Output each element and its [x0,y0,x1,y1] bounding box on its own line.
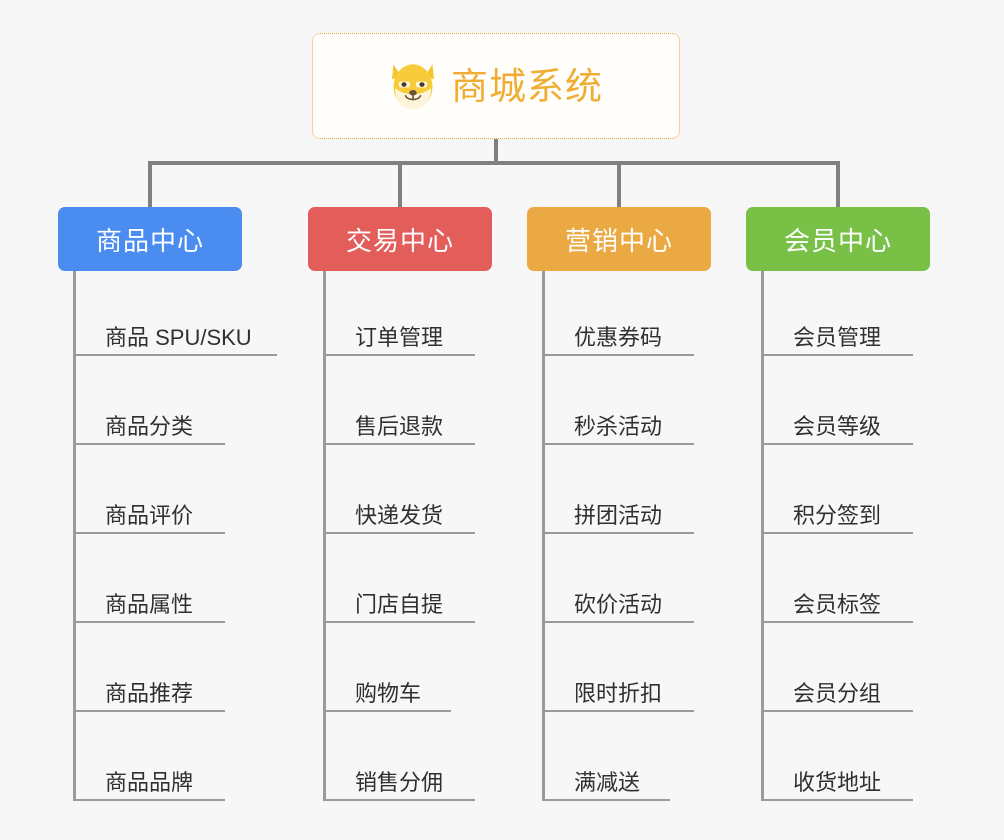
root-stem-line [494,139,498,164]
leaf-item-label: 商品属性 [105,591,194,617]
leaf-item-label: 商品 SPU/SKU [105,324,252,350]
branch-spine- [73,271,76,801]
leaf-item-label: 拼团活动 [574,502,663,528]
leaf-item-underline [761,354,913,356]
leaf-item-underline [73,443,225,445]
leaf-item-underline [542,532,694,534]
leaf-item-underline [323,621,475,623]
branch-spine- [323,271,326,801]
leaf-item-underline [323,799,475,801]
branch-drop-line-4 [836,161,840,207]
leaf-item-label: 购物车 [355,680,422,706]
leaf-item-label: 会员分组 [793,680,882,706]
leaf-item-underline [761,710,913,712]
leaf-item-label: 砍价活动 [574,591,663,617]
branch-drop-line-1 [148,161,152,207]
horizontal-bus-line [150,161,838,165]
leaf-item-underline [761,443,913,445]
leaf-item-underline [73,621,225,623]
root-title: 商城系统 [451,65,603,107]
leaf-item-underline [73,710,225,712]
leaf-item-underline [323,354,475,356]
leaf-item-label: 商品评价 [105,502,194,528]
leaf-item-underline [542,443,694,445]
branch-spine- [542,271,545,801]
branch-drop-line-3 [617,161,621,207]
leaf-item-label: 销售分佣 [355,769,444,795]
leaf-item-label: 积分签到 [793,502,882,528]
category-box-[interactable]: 交易中心 [308,207,492,271]
leaf-item-underline [323,443,475,445]
leaf-item-label: 订单管理 [355,324,444,350]
leaf-item-label: 商品分类 [105,413,194,439]
branch-spine- [761,271,764,801]
leaf-item-label: 售后退款 [355,413,444,439]
root-node[interactable]: 商城系统 [312,33,680,139]
leaf-item-label: 商品品牌 [105,769,194,795]
leaf-item-label: 门店自提 [355,591,444,617]
leaf-item-label: 会员管理 [793,324,882,350]
leaf-item-underline [323,532,475,534]
branch-drop-line-2 [398,161,402,207]
leaf-item-label: 商品推荐 [105,680,194,706]
leaf-item-underline [761,799,913,801]
leaf-item-underline [73,354,277,356]
leaf-item-underline [73,799,225,801]
leaf-item-label: 优惠券码 [574,324,663,350]
category-box-[interactable]: 会员中心 [746,207,930,271]
leaf-item-label: 会员标签 [793,591,882,617]
leaf-item-label: 收货地址 [793,769,882,795]
leaf-item-underline [542,710,694,712]
category-box-[interactable]: 营销中心 [527,207,711,271]
leaf-item-underline [323,710,451,712]
leaf-item-label: 满减送 [574,769,641,795]
leaf-item-label: 会员等级 [793,413,882,439]
leaf-item-underline [542,354,694,356]
category-box-[interactable]: 商品中心 [58,207,242,271]
leaf-item-underline [761,532,913,534]
leaf-item-label: 快递发货 [355,502,444,528]
leaf-item-label: 限时折扣 [574,680,663,706]
shiba-dog-face-icon [392,64,434,110]
leaf-item-underline [542,621,694,623]
leaf-item-underline [542,799,670,801]
leaf-item-underline [73,532,225,534]
leaf-item-underline [761,621,913,623]
leaf-item-label: 秒杀活动 [574,413,663,439]
